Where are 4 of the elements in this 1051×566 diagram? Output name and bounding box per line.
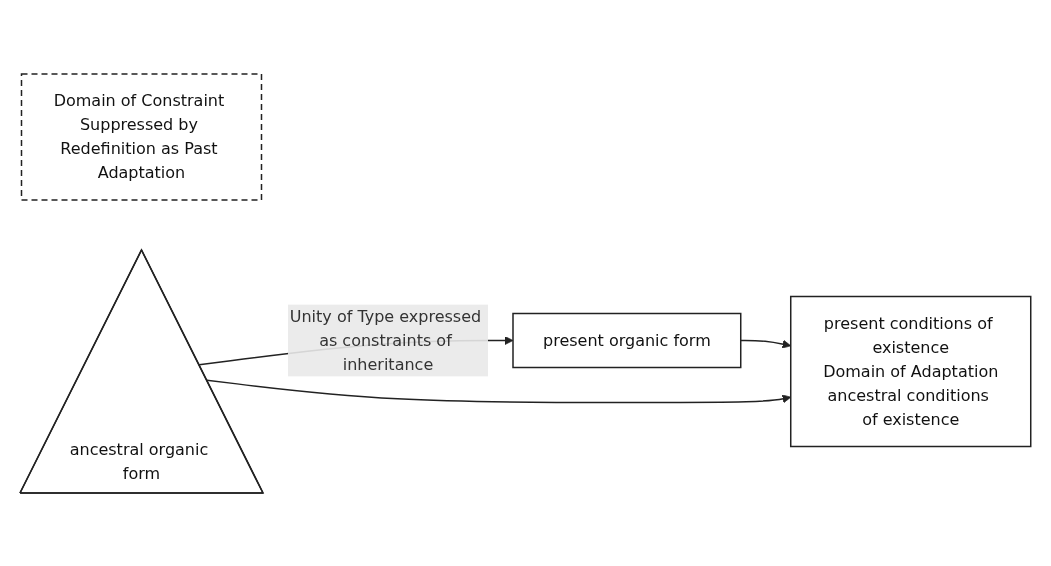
node-box: present organic form (512, 312, 742, 368)
node-box: Domain of Constraint Suppressed by Redefinition as Past Adaptation (20, 72, 263, 201)
node-box: present conditions of existence Domain of Adaptation ancestral conditions of existence (790, 295, 1032, 447)
edge-label: Unity of Type expressed as constraints of inheritance (289, 306, 482, 373)
